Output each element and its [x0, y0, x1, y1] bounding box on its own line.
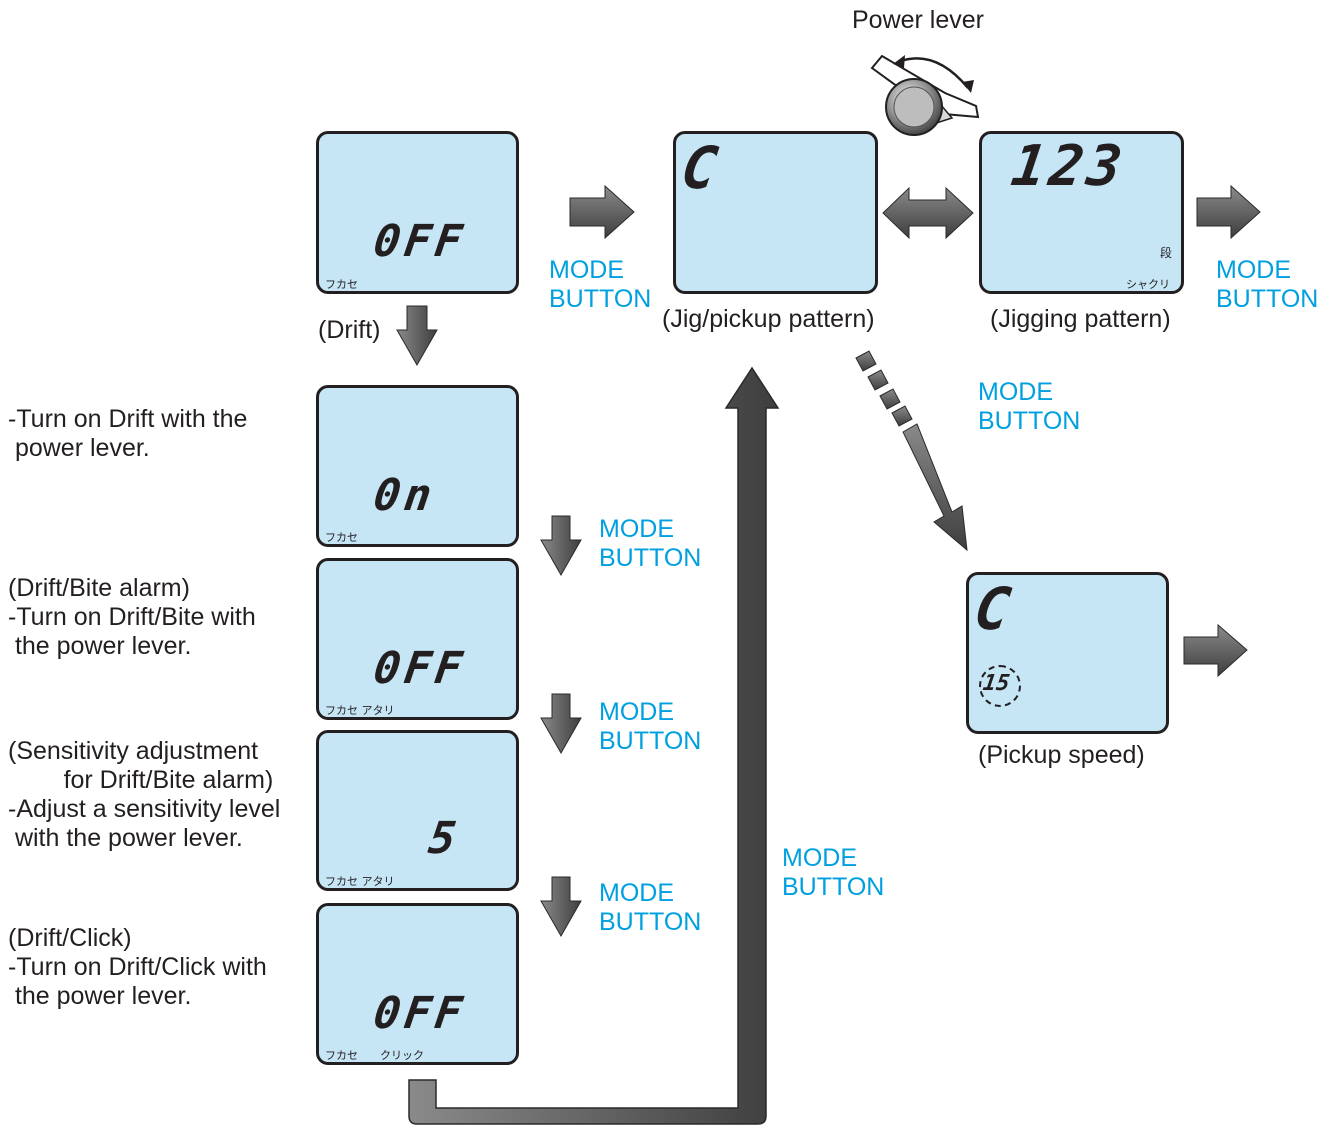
- lcd-tag: フカセ アタリ: [325, 875, 395, 888]
- lcd-drift: 0FF フカセ: [316, 131, 519, 294]
- mode-button-label: MODE BUTTON: [782, 844, 885, 901]
- caption-pickup-speed: (Pickup speed): [978, 741, 1145, 769]
- arrow-down-3: [540, 693, 582, 755]
- lcd-value: 5: [425, 813, 464, 864]
- mode-button-label: MODE BUTTON: [599, 515, 702, 572]
- mode-button-label: MODE BUTTON: [1216, 256, 1319, 313]
- lcd-jig-pickup: C: [673, 131, 878, 294]
- arrow-down-1: [396, 305, 438, 367]
- lcd-value: 0FF: [370, 643, 470, 694]
- lcd-drift-click: 0FF フカセ クリック: [316, 903, 519, 1065]
- lcd-unit: 段: [1160, 246, 1173, 260]
- lcd-sensitivity: 5 フカセ アタリ: [316, 730, 519, 891]
- lcd-value: 0FF: [370, 216, 470, 267]
- lcd-tag: フカセ クリック: [325, 1049, 424, 1062]
- arrow-right-1: [569, 184, 635, 240]
- lcd-drift-on: 0n フカセ: [316, 385, 519, 547]
- speed-dial-icon: [979, 665, 1021, 707]
- note-drift-on: -Turn on Drift with the power lever.: [8, 405, 248, 462]
- lcd-speed: 15: [981, 671, 1012, 696]
- arrow-double: [882, 186, 974, 240]
- power-lever-label: Power lever: [852, 6, 984, 34]
- note-drift-bite: (Drift/Bite alarm) -Turn on Drift/Bite w…: [8, 574, 256, 660]
- power-lever-icon: [870, 54, 980, 136]
- arrow-down-2: [540, 515, 582, 577]
- lcd-drift-bite: 0FF フカセ アタリ: [316, 558, 519, 720]
- lcd-value: 0n: [370, 470, 439, 521]
- caption-drift: (Drift): [318, 316, 381, 344]
- arrow-return-loop: [408, 366, 780, 1125]
- lcd-tag: シャクリ: [1126, 278, 1170, 291]
- caption-jigging: (Jigging pattern): [990, 305, 1171, 333]
- arrow-right-2: [1196, 184, 1261, 240]
- lcd-value: 123: [1007, 134, 1130, 199]
- arrow-right-3: [1183, 623, 1248, 678]
- caption-jig-pickup: (Jig/pickup pattern): [662, 305, 875, 333]
- lcd-tag: フカセ アタリ: [325, 704, 395, 717]
- lcd-value: C: [677, 134, 726, 202]
- mode-button-label: MODE BUTTON: [549, 256, 652, 313]
- note-sensitivity: (Sensitivity adjustment for Drift/Bite a…: [8, 737, 281, 852]
- arrow-down-4: [540, 876, 582, 938]
- mode-button-label: MODE BUTTON: [599, 698, 702, 755]
- lcd-tag: フカセ: [325, 531, 358, 544]
- mode-button-label: MODE BUTTON: [599, 879, 702, 936]
- lcd-pickup-speed: C 15: [966, 572, 1169, 734]
- lcd-tag: フカセ: [325, 278, 358, 291]
- arrow-diagonal: [855, 350, 968, 552]
- lcd-value: C: [970, 575, 1019, 643]
- mode-button-label: MODE BUTTON: [978, 378, 1081, 435]
- note-drift-click: (Drift/Click) -Turn on Drift/Click with …: [8, 924, 267, 1010]
- lcd-jigging: 123 段 シャクリ: [979, 131, 1184, 294]
- lcd-value: 0FF: [370, 988, 470, 1039]
